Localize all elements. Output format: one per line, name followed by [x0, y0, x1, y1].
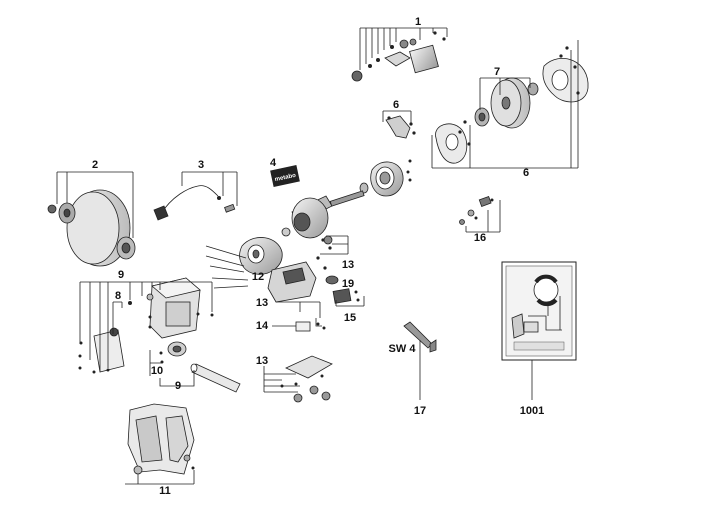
part-7-grinding-wheel-right — [474, 46, 589, 129]
label-13-bottom: 13 — [256, 355, 268, 367]
motor-end-cap-right — [359, 159, 412, 197]
label-13-top: 13 — [342, 259, 354, 271]
leader-15 — [335, 296, 365, 307]
label-11: 11 — [159, 485, 171, 497]
label-10: 10 — [151, 365, 163, 377]
label-14: 14 — [256, 320, 269, 332]
label-6-left: 6 — [393, 99, 399, 111]
label-15: 15 — [344, 312, 356, 324]
leader-14 — [272, 318, 322, 327]
label-sw4: SW 4 — [389, 343, 417, 355]
part-1001-wiring-diagram — [501, 261, 577, 361]
part-14-capacitor — [295, 321, 326, 332]
logo-text: metabo — [274, 173, 296, 183]
label-13-mid: 13 — [256, 297, 268, 309]
leader-3 — [181, 171, 238, 206]
part-3-power-cord — [153, 185, 236, 221]
label-17: 17 — [414, 405, 426, 417]
leader-16 — [465, 200, 501, 233]
leader-6-right — [431, 40, 579, 169]
label-2: 2 — [92, 159, 98, 171]
label-19: 19 — [342, 278, 354, 290]
label-7: 7 — [494, 66, 500, 78]
leader-7 — [479, 77, 531, 110]
label-16: 16 — [474, 232, 486, 244]
label-3: 3 — [198, 159, 204, 171]
label-12: 12 — [252, 271, 264, 283]
leader-9-bottom — [159, 370, 195, 387]
label-1: 1 — [415, 16, 421, 28]
leader-11 — [125, 470, 195, 485]
part-2-grinding-wheel-left — [47, 189, 136, 267]
label-6-right: 6 — [523, 167, 529, 179]
leader-6-left — [382, 110, 412, 124]
leader-1 — [359, 27, 448, 70]
label-9-top: 9 — [118, 269, 124, 281]
part-6-wheel-guard-right — [435, 120, 471, 164]
label-9-bottom: 9 — [175, 380, 181, 392]
label-8: 8 — [115, 290, 121, 302]
leader-10 — [149, 350, 162, 376]
leader-9-top — [79, 281, 213, 372]
part-10-knob — [159, 341, 187, 364]
leader-8 — [112, 301, 123, 334]
motor-armature-shaft — [281, 190, 365, 245]
part-13-screws-top — [316, 238, 332, 270]
label-1001: 1001 — [520, 405, 544, 417]
leader-13-top — [320, 235, 349, 255]
part-16-fastener-group — [459, 195, 494, 225]
part-1-bracket-assembly — [351, 31, 446, 82]
part-11-base-foot — [127, 403, 195, 475]
part-9-support-rod — [190, 363, 241, 393]
label-4: 4 — [270, 157, 277, 169]
motor-end-cap-left — [205, 237, 283, 289]
part-12-cable-clamp — [267, 261, 317, 303]
part-15-switch — [332, 288, 360, 304]
part-19-grommet — [325, 275, 339, 285]
leader-13-mid — [276, 301, 321, 318]
part-9-switch-housing — [78, 277, 214, 374]
leader-2 — [56, 171, 134, 238]
part-13-base-plate — [280, 355, 333, 403]
part-4-logo-plate: metabo — [270, 164, 300, 188]
leader-13-bottom — [263, 366, 300, 393]
